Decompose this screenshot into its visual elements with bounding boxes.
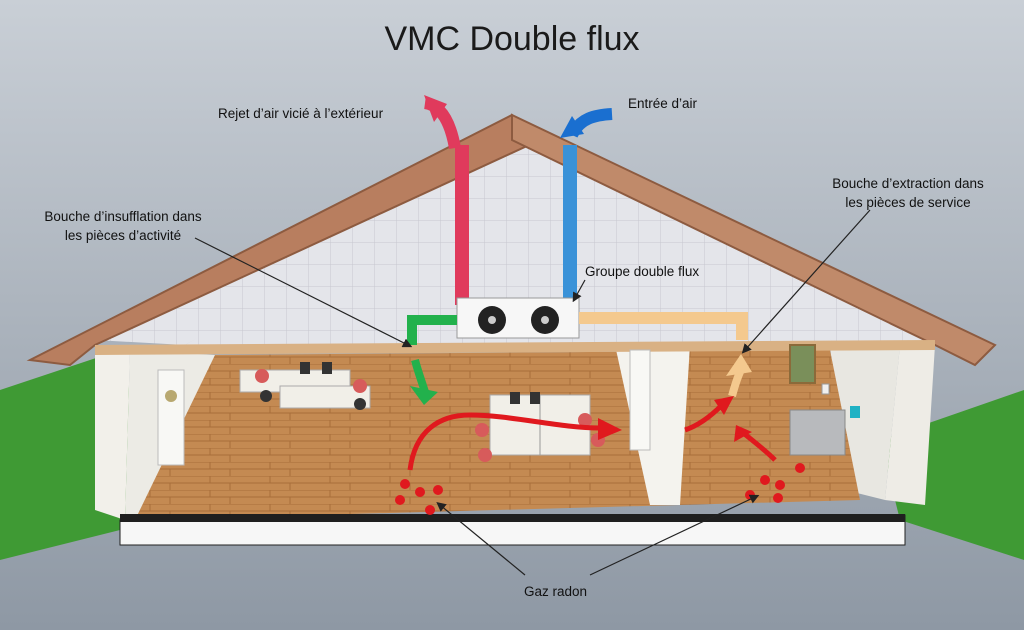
extract-air-arrow (726, 354, 752, 376)
page-title: VMC Double flux (384, 20, 640, 58)
roof-right (511, 113, 997, 367)
door-left (157, 369, 185, 466)
unit-label: Groupe double flux (585, 264, 700, 279)
radon-label: Gaz radon (524, 584, 588, 599)
door-porthole (165, 390, 177, 402)
towel-dispenser (850, 406, 860, 418)
soap-dispenser (821, 383, 830, 395)
supply-vent-label-line1: Bouche d’insufflation dans (44, 209, 202, 224)
office-furniture-left (239, 362, 371, 410)
door-right (629, 349, 651, 451)
exhaust-label: Rejet d’air vicié à l’extérieur (218, 106, 384, 121)
radon-flow-left (407, 412, 601, 471)
extract-vent-label-line2: les pièces de service (845, 195, 971, 210)
supply-air-arrow (410, 386, 438, 405)
extract-vent-label: Bouche d’extraction dans les pièces de s… (808, 174, 1008, 212)
double-flux-unit (456, 297, 580, 339)
attic-space (185, 150, 840, 345)
attic-gable (95, 140, 935, 345)
supply-vent-label-line2: les pièces d’activité (64, 228, 182, 243)
ceiling-edge (95, 340, 935, 355)
supply-vent-label: Bouche d’insufflation dans les pièces d’… (28, 207, 218, 245)
roof-left (26, 113, 542, 367)
extract-vent-label-line1: Bouche d’extraction dans (832, 176, 984, 191)
supply-duct (407, 315, 457, 345)
extract-duct (579, 312, 748, 340)
wall-left (95, 345, 130, 520)
intake-label: Entrée d’air (628, 96, 698, 111)
fresh-air-arrowhead (560, 116, 584, 138)
fresh-air-duct (563, 145, 577, 305)
stale-air-duct (455, 145, 469, 305)
stale-air-arrowhead (424, 95, 447, 122)
floor-slab-edge (120, 514, 905, 522)
kitchen-unit (789, 409, 846, 456)
leader-lines (194, 209, 871, 576)
window (789, 344, 816, 384)
wall-right (885, 345, 935, 505)
